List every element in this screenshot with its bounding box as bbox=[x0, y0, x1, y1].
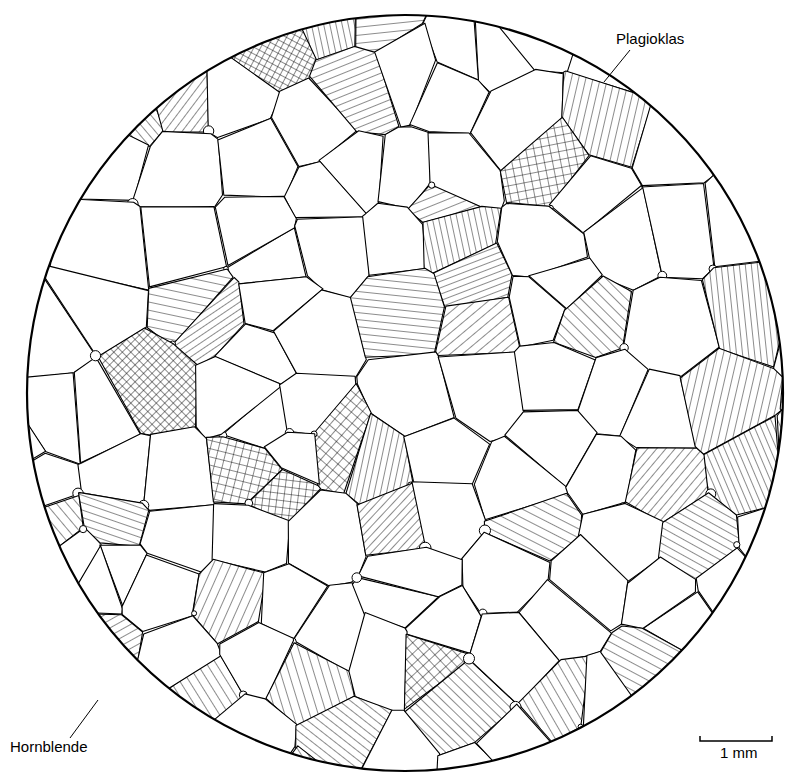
mineral-grain bbox=[776, 511, 797, 582]
mineral-grain bbox=[642, 184, 715, 279]
mineral-grain bbox=[550, 535, 628, 631]
mineral-grain bbox=[0, 51, 87, 145]
mineral-grain bbox=[435, 297, 519, 355]
small-grain bbox=[25, 560, 34, 569]
mineral-grain bbox=[702, 0, 797, 69]
mineral-grain bbox=[566, 434, 636, 514]
mineral-grain bbox=[353, 710, 440, 774]
small-grain bbox=[90, 351, 100, 361]
mineral-grain bbox=[779, 70, 797, 156]
mineral-grain bbox=[350, 268, 444, 357]
mineral-grain bbox=[144, 427, 214, 511]
mineral-grain bbox=[477, 704, 557, 774]
mineral-grain bbox=[549, 772, 649, 774]
mineral-grain bbox=[264, 432, 319, 484]
small-grain bbox=[80, 526, 87, 533]
small-grain bbox=[82, 102, 91, 111]
mineral-grain bbox=[97, 328, 197, 435]
mineral-grain bbox=[404, 418, 490, 484]
mineral-label: Hornblende bbox=[8, 738, 90, 756]
small-grain bbox=[352, 573, 362, 583]
mineral-grain bbox=[770, 731, 797, 774]
mineral-grain bbox=[41, 663, 136, 731]
mineral-grain bbox=[705, 171, 769, 267]
mineral-grain bbox=[706, 65, 780, 153]
mineral-label: Plagioklas bbox=[614, 30, 686, 48]
mineral-grain bbox=[79, 493, 149, 547]
scale-label: 1 mm bbox=[718, 744, 760, 762]
mineral-grain bbox=[218, 118, 298, 197]
mineral-grain bbox=[284, 162, 367, 218]
mineral-grain bbox=[84, 88, 164, 147]
small-grain bbox=[192, 611, 197, 616]
small-grain bbox=[654, 78, 662, 86]
mineral-grain bbox=[132, 616, 222, 702]
mineral-grain bbox=[781, 696, 797, 745]
mineral-grain bbox=[0, 757, 52, 774]
mineral-grain bbox=[215, 196, 296, 265]
mineral-grain bbox=[428, 133, 504, 210]
mineral-grain bbox=[703, 648, 792, 718]
mineral-grain bbox=[363, 203, 427, 275]
mineral-grain bbox=[761, 580, 797, 654]
mineral-grain bbox=[777, 410, 797, 510]
scale-bar bbox=[700, 736, 772, 741]
mineral-grain bbox=[57, 693, 145, 774]
mineral-grain bbox=[776, 0, 797, 60]
mineral-grain bbox=[78, 434, 151, 504]
small-grain bbox=[82, 114, 87, 119]
mineral-grain bbox=[55, 113, 148, 201]
mineral-grain bbox=[0, 0, 106, 69]
mineral-grain bbox=[688, 681, 783, 771]
mineral-grain bbox=[551, 726, 621, 774]
small-grain bbox=[697, 665, 703, 671]
mineral-grain bbox=[0, 99, 70, 206]
mineral-grain bbox=[652, 17, 710, 81]
small-grain bbox=[734, 542, 740, 548]
mineral-grain bbox=[196, 357, 281, 439]
mineral-grain bbox=[649, 43, 730, 115]
mineral-grain bbox=[71, 546, 122, 614]
mineral-grain bbox=[601, 626, 703, 699]
leader-line bbox=[604, 50, 630, 82]
mineral-grain bbox=[627, 698, 696, 774]
mineral-grain bbox=[202, 694, 297, 774]
mineral-grain bbox=[777, 50, 797, 93]
small-grain bbox=[464, 653, 475, 664]
mineral-grain bbox=[766, 188, 797, 278]
small-grain bbox=[429, 182, 435, 188]
mineral-grain bbox=[358, 547, 462, 597]
mineral-grain bbox=[611, 711, 674, 774]
mineral-grain bbox=[117, 703, 206, 774]
mineral-grain bbox=[631, 769, 725, 774]
field-of-view bbox=[27, 15, 783, 771]
mineral-grain bbox=[738, 502, 797, 580]
mineral-grain bbox=[554, 276, 632, 358]
mineral-grain bbox=[621, 557, 695, 629]
leader-line bbox=[70, 700, 98, 738]
mineral-grain bbox=[0, 723, 101, 774]
mineral-grain bbox=[205, 773, 294, 774]
mineral-grain bbox=[84, 0, 201, 64]
small-grain bbox=[671, 770, 682, 774]
mineral-grain bbox=[74, 41, 147, 105]
small-grain bbox=[692, 765, 703, 774]
mineral-grain bbox=[133, 131, 223, 207]
mineral-grain bbox=[46, 614, 143, 684]
mineral-grain bbox=[0, 559, 79, 660]
mineral-grain bbox=[790, 629, 797, 698]
